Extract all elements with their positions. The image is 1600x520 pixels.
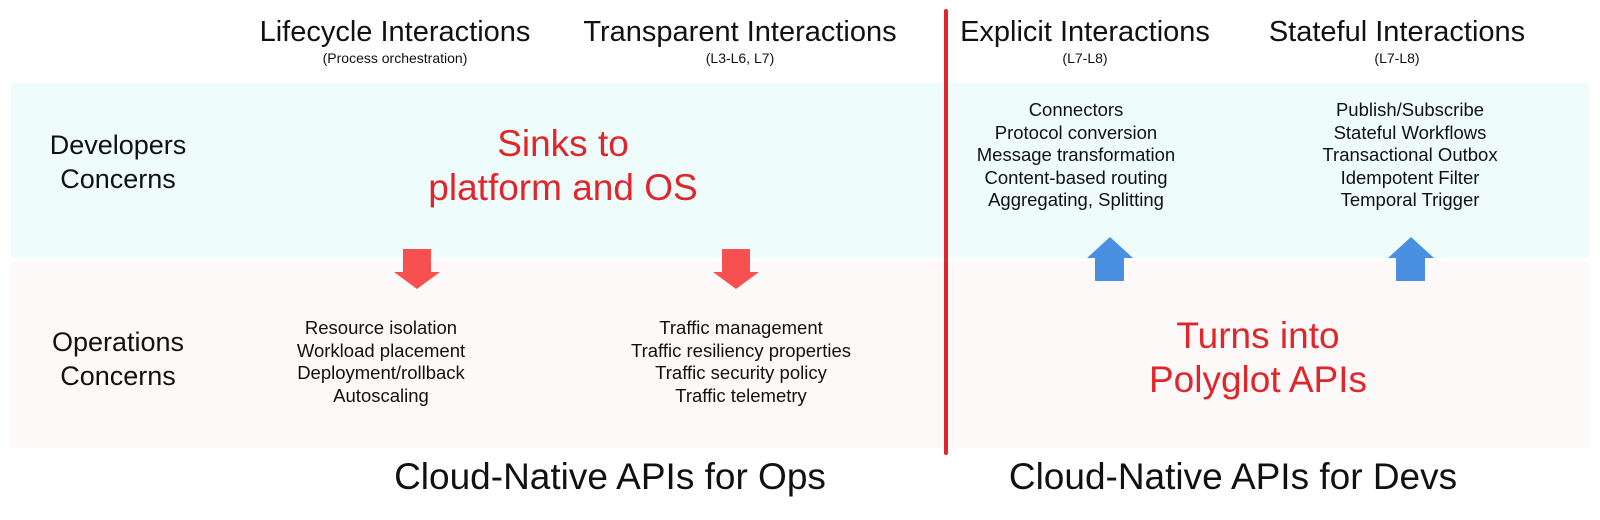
list-item: Temporal Trigger [1340,189,1480,210]
list-item: Deployment/rollback [297,362,465,383]
arrow-shape [1388,237,1434,281]
down-arrow-transparent-icon [713,249,759,289]
row-label-line: Concerns [60,361,176,391]
list-item: Traffic security policy [655,362,827,383]
list-item: Resource isolation [304,317,458,338]
column-header-stateful: Stateful Interactions (L7-L8) [1207,15,1587,67]
arrow-shape [713,249,759,289]
list-item: Traffic resiliency properties [630,339,852,361]
callout-line: Turns into [1176,315,1340,356]
list-item: Transactional Outbox [1322,144,1498,165]
column-title: Transparent Interactions [583,16,897,48]
list-item: Connectors [1028,99,1124,120]
list-item: Traffic telemetry [675,384,807,406]
arrow-shape [1087,237,1133,281]
row-label-line: Developers [49,130,187,160]
footer-ops-apis: Cloud-Native APIs for Ops [394,456,826,497]
list-item: Publish/Subscribe [1335,99,1485,120]
column-title: Lifecycle Interactions [259,16,531,48]
list-item: Traffic management [659,317,823,338]
column-subtitle: (L3-L6, L7) [705,50,775,66]
operations-concerns-band [11,261,1589,448]
list-stateful-dev: Publish/Subscribe Stateful Workflows Tra… [1260,99,1560,212]
ops-devs-divider [944,9,948,455]
list-explicit-dev: Connectors Protocol conversion Message t… [926,99,1226,212]
list-item: Stateful Workflows [1333,121,1487,143]
list-item: Protocol conversion [994,121,1158,143]
column-title: Explicit Interactions [960,16,1210,48]
column-subtitle: (L7-L8) [1374,50,1420,66]
row-label-developers: Developers Concerns [18,128,218,196]
row-label-operations: Operations Concerns [18,325,218,393]
row-label-line: Operations [51,327,185,357]
up-arrow-stateful-icon [1388,237,1434,281]
column-subtitle: (L7-L8) [1062,50,1108,66]
list-item: Aggregating, Splitting [988,189,1164,210]
callout-line: Polyglot APIs [1148,359,1367,400]
column-title: Stateful Interactions [1268,16,1526,48]
up-arrow-explicit-icon [1087,237,1133,281]
column-header-lifecycle: Lifecycle Interactions (Process orchestr… [205,15,585,67]
list-item: Message transformation [976,144,1176,165]
list-transparent-ops: Traffic management Traffic resiliency pr… [591,317,891,407]
list-item: Workload placement [296,339,466,361]
list-item: Content-based routing [984,166,1168,188]
arrow-shape [394,249,440,289]
footer-devs-apis: Cloud-Native APIs for Devs [1008,456,1458,497]
developers-concerns-band [11,83,1589,258]
column-subtitle: (Process orchestration) [322,50,468,66]
list-item: Autoscaling [333,384,429,406]
row-label-line: Concerns [60,164,176,194]
callout-line: platform and OS [428,167,698,208]
callout-line: Sinks to [497,123,629,164]
callout-turns-into-polyglot: Turns into Polyglot APIs [1038,314,1478,402]
column-header-explicit: Explicit Interactions (L7-L8) [895,15,1275,67]
list-item: Idempotent Filter [1340,166,1480,188]
list-lifecycle-ops: Resource isolation Workload placement De… [231,317,531,407]
down-arrow-lifecycle-icon [394,249,440,289]
callout-sinks-to-platform: Sinks to platform and OS [343,122,783,210]
column-header-transparent: Transparent Interactions (L3-L6, L7) [550,15,930,67]
